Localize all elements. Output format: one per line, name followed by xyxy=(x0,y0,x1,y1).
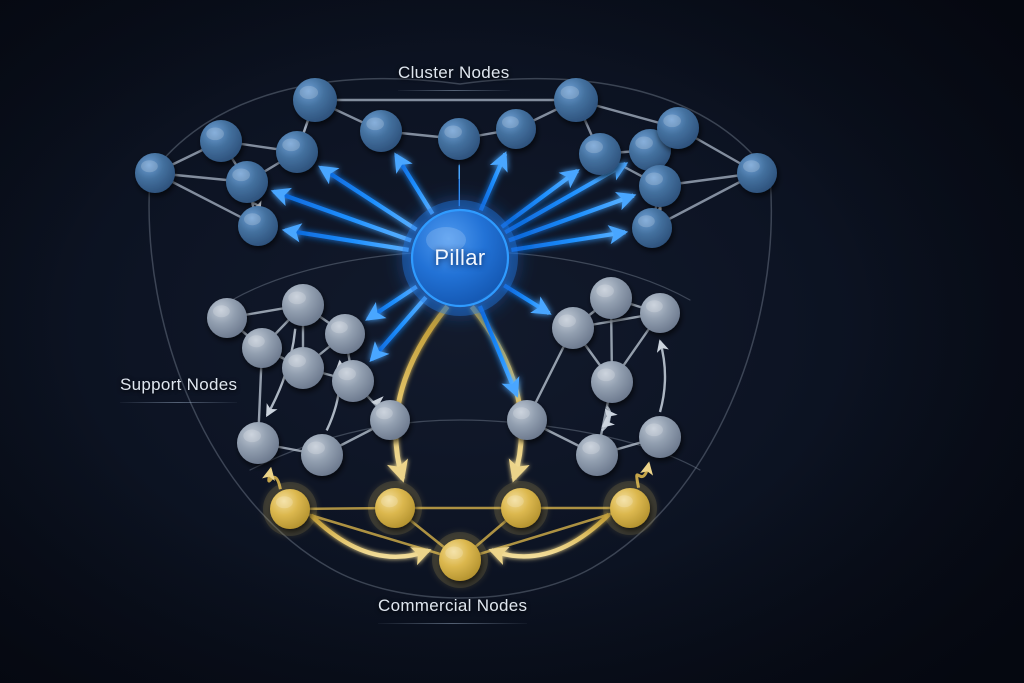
label-support-nodes: Support Nodes xyxy=(120,375,238,403)
cluster-node[interactable] xyxy=(226,161,268,203)
commercial-node[interactable] xyxy=(375,488,415,528)
commercial-node[interactable] xyxy=(610,488,650,528)
support-node[interactable] xyxy=(301,434,343,476)
commercial-node[interactable] xyxy=(439,539,481,581)
label-commercial-nodes-text: Commercial Nodes xyxy=(378,596,528,615)
cluster-node[interactable] xyxy=(554,78,598,122)
commercial-node[interactable] xyxy=(270,489,310,529)
cluster-node[interactable] xyxy=(639,165,681,207)
support-node[interactable] xyxy=(640,293,680,333)
commercial-node[interactable] xyxy=(501,488,541,528)
support-node[interactable] xyxy=(242,328,282,368)
cluster-node[interactable] xyxy=(438,118,480,160)
label-commercial-underline xyxy=(378,623,528,624)
cluster-node[interactable] xyxy=(360,110,402,152)
label-cluster-underline xyxy=(398,90,510,91)
cluster-node[interactable] xyxy=(135,153,175,193)
label-commercial-nodes: Commercial Nodes xyxy=(378,596,528,624)
support-node[interactable] xyxy=(507,400,547,440)
graph-nodes[interactable] xyxy=(135,78,777,588)
support-node[interactable] xyxy=(282,284,324,326)
support-node[interactable] xyxy=(370,400,410,440)
support-node[interactable] xyxy=(639,416,681,458)
support-node[interactable] xyxy=(325,314,365,354)
support-node[interactable] xyxy=(237,422,279,464)
support-node[interactable] xyxy=(207,298,247,338)
support-node[interactable] xyxy=(590,277,632,319)
support-node[interactable] xyxy=(591,361,633,403)
support-node[interactable] xyxy=(552,307,594,349)
cluster-node[interactable] xyxy=(293,78,337,122)
pillar-flow-arrows xyxy=(270,151,637,398)
cluster-node[interactable] xyxy=(657,107,699,149)
cluster-node[interactable] xyxy=(496,109,536,149)
cluster-node[interactable] xyxy=(632,208,672,248)
label-cluster-nodes-text: Cluster Nodes xyxy=(398,63,510,82)
support-node[interactable] xyxy=(332,360,374,402)
cluster-node[interactable] xyxy=(238,206,278,246)
cluster-node[interactable] xyxy=(579,133,621,175)
label-support-nodes-text: Support Nodes xyxy=(120,375,238,394)
support-node[interactable] xyxy=(576,434,618,476)
pillar-node[interactable] xyxy=(402,200,518,316)
label-cluster-nodes: Cluster Nodes xyxy=(398,63,510,91)
cluster-node[interactable] xyxy=(276,131,318,173)
label-support-underline xyxy=(120,402,238,403)
support-node[interactable] xyxy=(282,347,324,389)
pillar-circle[interactable] xyxy=(410,208,510,308)
cluster-node[interactable] xyxy=(200,120,242,162)
cluster-node[interactable] xyxy=(737,153,777,193)
